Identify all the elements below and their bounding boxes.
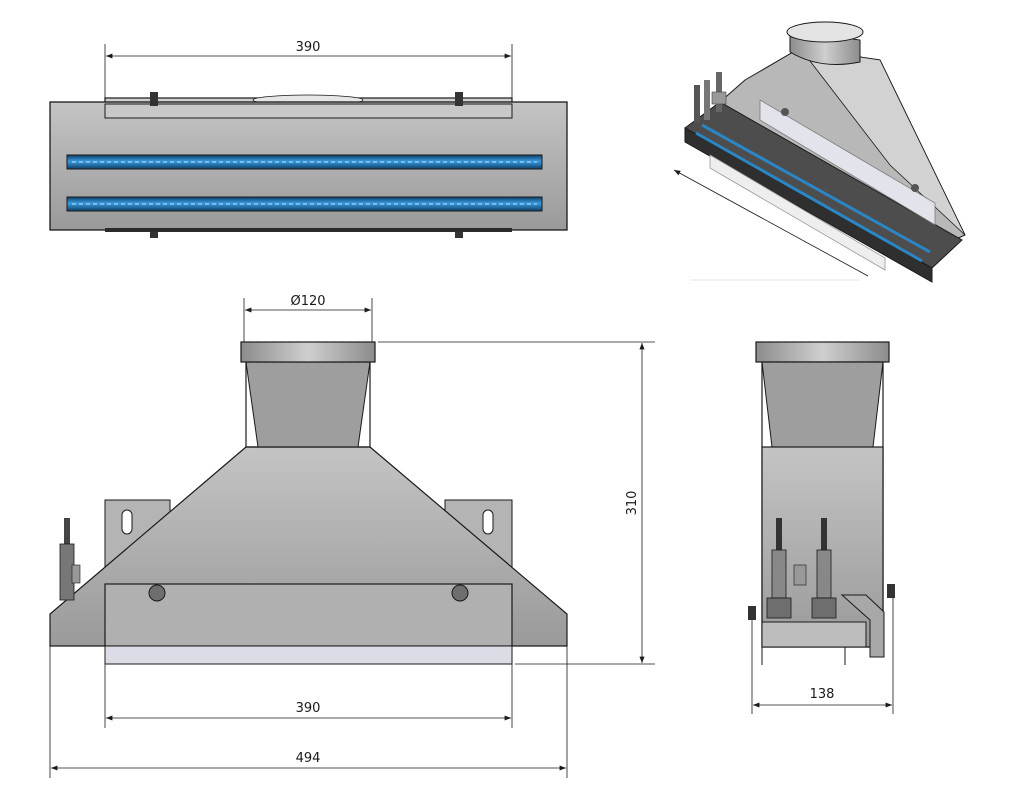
side-depth-label: 138 bbox=[810, 687, 835, 702]
side-bottom-plate bbox=[761, 621, 867, 648]
mount-slot-left bbox=[121, 509, 133, 535]
front-cover-plate bbox=[104, 583, 513, 647]
side-bracket bbox=[840, 594, 885, 658]
side-neck-inner bbox=[761, 361, 884, 448]
iso-connector bbox=[704, 80, 710, 120]
iso-bolt bbox=[781, 108, 789, 116]
top-bottom-rail bbox=[105, 228, 512, 232]
iso-connector bbox=[694, 85, 700, 123]
top-clip bbox=[150, 92, 158, 106]
iso-bolt bbox=[911, 184, 919, 192]
front-glass-strip bbox=[104, 645, 513, 665]
side-valve bbox=[793, 564, 807, 586]
front-view: Ø120 310 390 494 bbox=[49, 294, 655, 778]
front-bolt-right bbox=[451, 584, 469, 602]
height-label: 310 bbox=[625, 491, 640, 516]
iso-uv-lamp bbox=[695, 131, 923, 263]
front-inlet-collar bbox=[240, 341, 376, 363]
side-tab bbox=[748, 606, 756, 620]
top-clip bbox=[455, 92, 463, 106]
front-electrode bbox=[64, 518, 70, 546]
iso-inlet-top bbox=[786, 21, 864, 43]
isometric-view bbox=[673, 21, 966, 283]
top-frame-bar bbox=[104, 103, 513, 119]
top-clip bbox=[455, 228, 463, 238]
front-width-label: 390 bbox=[296, 701, 321, 716]
top-width-label: 390 bbox=[296, 40, 321, 55]
top-clip bbox=[150, 228, 158, 238]
front-neck-inner bbox=[245, 361, 371, 448]
side-electrode-body bbox=[771, 549, 787, 599]
side-electrode-nut bbox=[766, 597, 792, 619]
mount-slot-right bbox=[482, 509, 494, 535]
overall-width-label: 494 bbox=[296, 751, 321, 766]
side-view: 138 bbox=[748, 341, 895, 714]
side-electrode-body bbox=[816, 549, 832, 599]
iso-lower-plate bbox=[709, 154, 886, 271]
inlet-diameter-label: Ø120 bbox=[290, 294, 325, 309]
iso-uv-lamp bbox=[701, 123, 931, 254]
front-electrode-nut bbox=[71, 564, 81, 584]
iso-length-arrow bbox=[673, 169, 869, 277]
top-view: 390 bbox=[49, 40, 568, 238]
side-electrode bbox=[821, 518, 827, 552]
iso-glass bbox=[759, 99, 936, 226]
side-inlet-collar bbox=[755, 341, 890, 363]
iso-connector-block bbox=[711, 91, 727, 105]
side-tab bbox=[887, 584, 895, 598]
front-bolt-left bbox=[148, 584, 166, 602]
side-electrode-nut bbox=[811, 597, 837, 619]
side-electrode bbox=[776, 518, 782, 552]
